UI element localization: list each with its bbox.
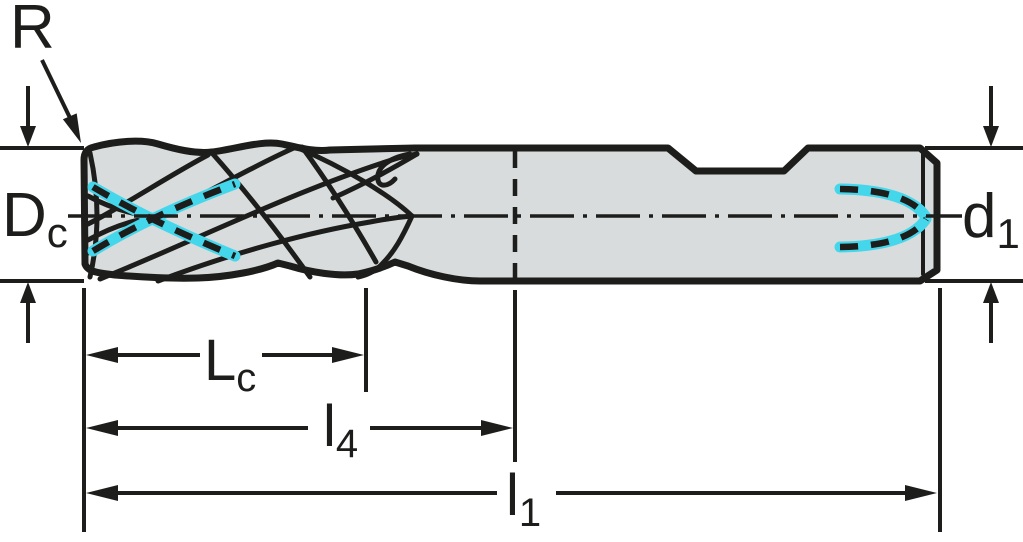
label-text: l xyxy=(506,463,519,528)
label-text: d xyxy=(962,182,997,251)
label-subscript: 1 xyxy=(996,210,1020,257)
label-text: D xyxy=(2,181,47,250)
runout-flag-line xyxy=(330,151,420,201)
l1-arrow-right xyxy=(905,485,937,501)
l4-arrow-left xyxy=(86,420,118,436)
lc-arrow-right xyxy=(332,347,364,363)
coolant-channel-dashes xyxy=(91,184,237,260)
dimension-l4 xyxy=(86,420,513,436)
label-text: l xyxy=(323,394,336,459)
extension-lines xyxy=(0,146,1023,532)
lc-arrow-left xyxy=(86,347,118,363)
d1-arrow-top-head xyxy=(983,126,999,147)
l1-arrow-left xyxy=(86,485,118,501)
dimension-l1 xyxy=(86,485,937,501)
r-leader-head xyxy=(62,113,81,143)
label-subscript: c xyxy=(46,209,68,256)
dc-arrow-bottom-head xyxy=(20,282,36,303)
dimension-lc xyxy=(86,347,364,363)
steep-flute-line-1 xyxy=(299,144,379,265)
coolant-channel-dashes xyxy=(839,185,929,219)
label-text: L xyxy=(204,328,237,393)
flute-detail-lines xyxy=(85,144,420,284)
label-subscript: 1 xyxy=(518,491,542,535)
dc-arrow-top-head xyxy=(20,126,36,147)
d1-arrow-bottom-head xyxy=(983,282,999,303)
label-text: R xyxy=(10,0,55,62)
coolant-channel-dashes xyxy=(839,217,929,251)
runout-hook-curve xyxy=(375,151,413,188)
coolant-channels-shank-end xyxy=(834,183,932,253)
helix-line-4 xyxy=(155,213,415,284)
label-subscript: 4 xyxy=(335,422,359,466)
leaf-lower-edge xyxy=(355,213,415,280)
r-leader-line xyxy=(40,59,74,123)
diameter-arrows-d1 xyxy=(983,86,999,343)
diameter-arrows-dc xyxy=(20,86,36,343)
tool-body xyxy=(80,137,941,285)
helix-line-2 xyxy=(85,152,211,227)
label-subscript: c xyxy=(236,356,257,400)
l4-arrow-right xyxy=(481,420,513,436)
label-corner-radius: R xyxy=(10,0,55,59)
steep-flute-line-2 xyxy=(209,150,313,280)
corner-radius-leader xyxy=(40,59,81,143)
